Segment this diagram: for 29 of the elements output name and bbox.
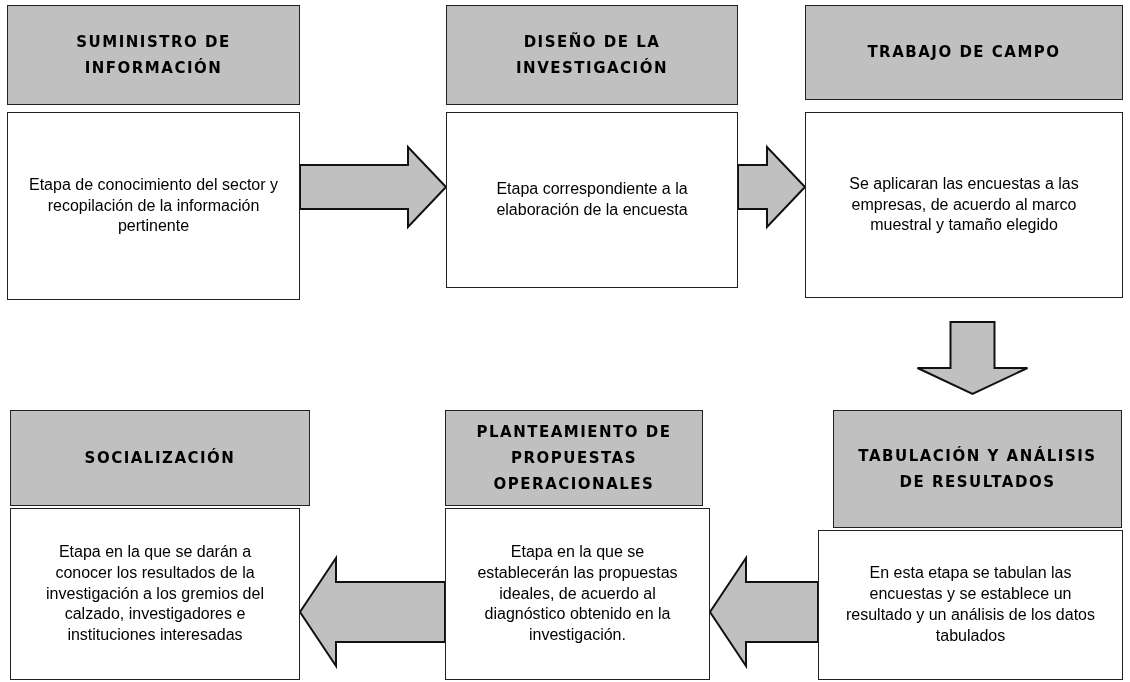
block-arrow <box>708 554 819 670</box>
stage-description: Etapa en la que se darán a conocer los resultados de la investigación a los gremios del calzado, investigadores e instituciones interesadas <box>45 542 265 646</box>
stage-description: Etapa de conocimiento del sector y recopilación de la información pertinente <box>28 174 279 237</box>
stage-description-box <box>7 112 300 300</box>
stage-description: Etapa en la que se establecerán las propuestas ideales, de acuerdo al diagnóstico obtenido en la investigación. <box>476 542 679 646</box>
stage-description: Se aplicaran las encuestas a las empresas, de acuerdo al marco muestral y tamaño elegido <box>848 173 1080 236</box>
block-arrow <box>299 144 448 230</box>
stage-title: PLANTEAMIENTO DE PROPUESTAS OPERACIONALES <box>475 421 673 496</box>
stage-title-box <box>10 410 310 506</box>
stage-title: TRABAJO DE CAMPO <box>867 42 1061 64</box>
stage-description-box <box>446 112 738 288</box>
stage-title-box <box>446 5 738 105</box>
block-arrow <box>298 554 446 670</box>
stage-description: En esta etapa se tabulan las encuestas y se establece un resultado y un análisis de los datos tabulados <box>844 563 1096 646</box>
stage-description-box <box>445 508 710 680</box>
stage-title: SUMINISTRO DE INFORMACIÓN <box>75 31 232 79</box>
stage-title-box <box>445 410 703 506</box>
stage-description-box <box>805 112 1123 298</box>
block-arrow <box>916 321 1029 396</box>
stage-title: SOCIALIZACIÓN <box>84 447 236 469</box>
stage-title-box <box>7 5 300 105</box>
stage-title: DISEÑO DE LA INVESTIGACIÓN <box>515 31 669 79</box>
stage-description-box <box>10 508 300 680</box>
stage-title: TABULACIÓN Y ANÁLISIS DE RESULTADOS <box>857 445 1098 493</box>
stage-description-box <box>818 530 1123 680</box>
stage-description: Etapa correspondiente a la elaboración de la encuesta <box>495 179 689 220</box>
stage-title-box <box>833 410 1122 528</box>
stage-title-box <box>805 5 1123 100</box>
block-arrow <box>737 144 807 230</box>
